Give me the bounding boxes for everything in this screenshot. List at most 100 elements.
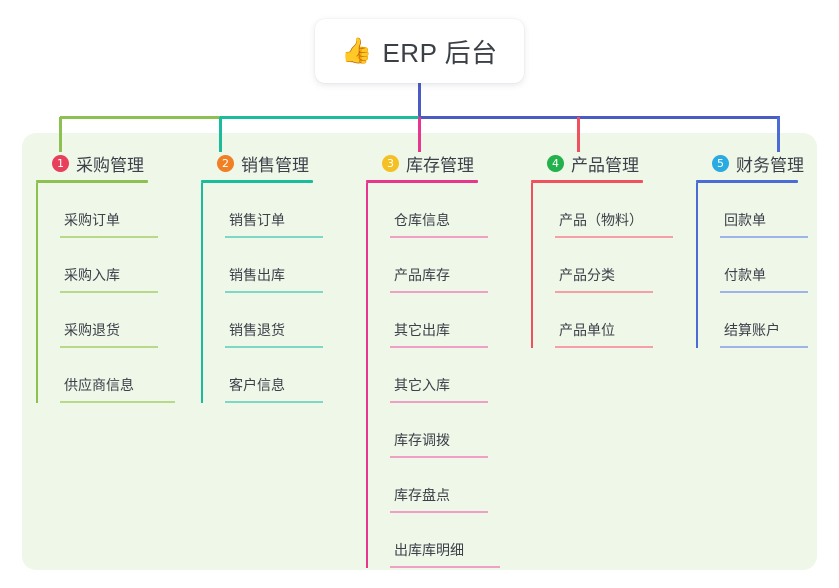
branch-items: 产品（物料） 产品分类产品单位: [531, 183, 681, 348]
branch-item-rule: [60, 346, 158, 348]
branch-item[interactable]: 库存盘点: [390, 458, 516, 513]
branch-item[interactable]: 产品分类: [555, 238, 681, 293]
branch-item-rule: [225, 291, 323, 293]
root-title: ERP 后台: [382, 37, 498, 68]
branch-number-badge: 2: [217, 154, 234, 172]
branch-header-rule: [366, 180, 478, 183]
branch-item[interactable]: 仓库信息: [390, 183, 516, 238]
branch-item[interactable]: 销售退货: [225, 293, 351, 348]
branch-item[interactable]: 库存调拨: [390, 403, 516, 458]
branch-item-rule: [555, 291, 653, 293]
branch-spine: [36, 183, 38, 403]
branch-item[interactable]: 回款单: [720, 183, 836, 238]
branch-number-badge: 4: [547, 154, 564, 172]
branch-items: 采购订单采购入库采购退货供应商信息: [36, 183, 186, 403]
branch-item[interactable]: 采购入库: [60, 238, 186, 293]
branch-column-3: 3 库存管理仓库信息产品库存其它出库其它入库库存调拨库存盘点出库库明细: [366, 150, 516, 568]
branch-item[interactable]: 采购退货: [60, 293, 186, 348]
branch-items: 仓库信息产品库存其它出库其它入库库存调拨库存盘点出库库明细: [366, 183, 516, 568]
branch-item-rule: [390, 291, 488, 293]
branch-title: 采购管理: [76, 155, 144, 175]
branch-header-rule: [696, 180, 798, 183]
branch-item-label: 产品分类: [559, 267, 615, 283]
branch-item[interactable]: 采购订单: [60, 183, 186, 238]
branch-spine: [201, 183, 203, 403]
branch-item-label: 销售订单: [229, 212, 285, 228]
branch-item-rule: [720, 236, 808, 238]
branch-item-label: 供应商信息: [64, 377, 134, 393]
root-node[interactable]: 👍 ERP 后台: [315, 19, 524, 83]
branch-title: 产品管理: [571, 155, 639, 175]
branch-item-label: 产品单位: [559, 322, 615, 338]
branch-item-rule: [720, 291, 808, 293]
thumbs-up-icon: 👍: [341, 36, 373, 65]
branch-item-rule: [225, 236, 323, 238]
branches-panel: [22, 133, 817, 570]
branch-item-rule: [225, 401, 323, 403]
branch-item[interactable]: 销售订单: [225, 183, 351, 238]
branch-items: 销售订单销售出库销售退货客户信息: [201, 183, 351, 403]
branch-item-label: 其它出库: [394, 322, 450, 338]
branch-item[interactable]: 产品单位: [555, 293, 681, 348]
branch-item[interactable]: 出库库明细: [390, 513, 516, 568]
branch-column-5: 5 财务管理回款单付款单结算账户: [696, 150, 836, 348]
branch-header-rule: [531, 180, 643, 183]
branch-item-label: 库存调拨: [394, 432, 450, 448]
branch-item[interactable]: 其它出库: [390, 293, 516, 348]
branch-item-rule: [390, 236, 488, 238]
branch-item[interactable]: 结算账户: [720, 293, 836, 348]
branch-item[interactable]: 产品（物料）: [555, 183, 681, 238]
branch-item-label: 产品（物料）: [559, 212, 643, 228]
branch-item-rule: [390, 566, 500, 568]
branch-item-label: 其它入库: [394, 377, 450, 393]
branch-item[interactable]: 产品库存: [390, 238, 516, 293]
branch-item[interactable]: 客户信息: [225, 348, 351, 403]
branch-column-1: 1 采购管理采购订单采购入库采购退货供应商信息: [36, 150, 186, 403]
branch-item-label: 采购入库: [64, 267, 120, 283]
branch-spine: [696, 183, 698, 348]
branch-item-rule: [60, 291, 158, 293]
branch-column-2: 2 销售管理销售订单销售出库销售退货客户信息: [201, 150, 351, 403]
branch-item-rule: [60, 401, 175, 403]
branch-item-rule: [720, 346, 808, 348]
branch-header-5[interactable]: 5 财务管理: [696, 150, 836, 176]
branch-header-3[interactable]: 3 库存管理: [366, 150, 516, 176]
branch-item-label: 仓库信息: [394, 212, 450, 228]
branch-spine: [531, 183, 533, 348]
branch-item-rule: [390, 511, 488, 513]
branch-number-badge: 3: [382, 154, 399, 172]
branch-item-rule: [390, 346, 488, 348]
branch-item-label: 销售出库: [229, 267, 285, 283]
branch-header-rule: [36, 180, 148, 183]
branch-title: 财务管理: [736, 155, 804, 175]
branch-header-4[interactable]: 4 产品管理: [531, 150, 681, 176]
branch-number-badge: 1: [52, 154, 69, 172]
branch-item-rule: [390, 456, 488, 458]
branch-number-badge: 5: [712, 154, 729, 172]
branch-item-label: 回款单: [724, 212, 766, 228]
branch-item-rule: [225, 346, 323, 348]
branch-item[interactable]: 供应商信息: [60, 348, 186, 403]
branch-item-label: 结算账户: [724, 322, 780, 338]
branch-item-label: 产品库存: [394, 267, 450, 283]
branch-column-4: 4 产品管理产品（物料） 产品分类产品单位: [531, 150, 681, 348]
branch-item-rule: [60, 236, 158, 238]
branch-item-rule: [555, 346, 653, 348]
branch-header-rule: [201, 180, 313, 183]
branch-item[interactable]: 销售出库: [225, 238, 351, 293]
branch-item-rule: [555, 236, 673, 238]
branch-item[interactable]: 付款单: [720, 238, 836, 293]
branch-item-rule: [390, 401, 488, 403]
branch-item-label: 采购退货: [64, 322, 120, 338]
branch-header-1[interactable]: 1 采购管理: [36, 150, 186, 176]
branch-title: 销售管理: [241, 155, 309, 175]
branch-item-label: 库存盘点: [394, 487, 450, 503]
branch-items: 回款单付款单结算账户: [696, 183, 836, 348]
branch-item-label: 采购订单: [64, 212, 120, 228]
branch-item[interactable]: 其它入库: [390, 348, 516, 403]
branch-spine: [366, 183, 368, 568]
branch-header-2[interactable]: 2 销售管理: [201, 150, 351, 176]
branch-title: 库存管理: [406, 155, 474, 175]
branch-item-label: 销售退货: [229, 322, 285, 338]
